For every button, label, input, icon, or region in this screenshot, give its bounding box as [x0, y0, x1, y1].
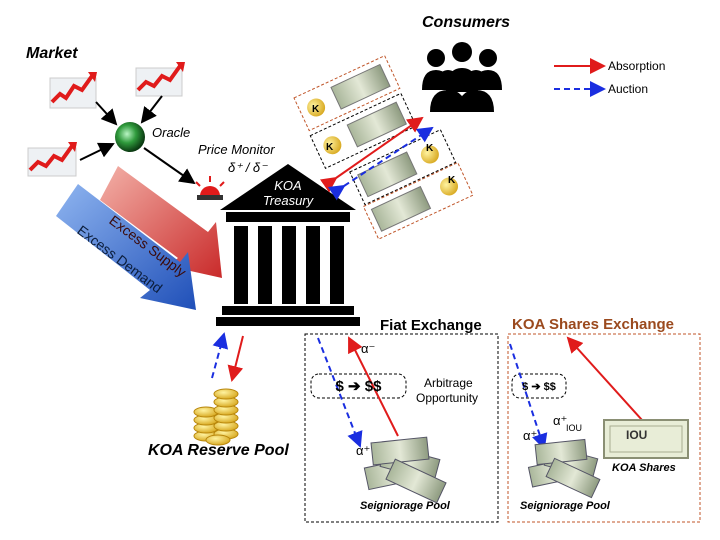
market-label: Market: [26, 45, 78, 62]
alpha-minus-label: α⁻: [361, 341, 376, 356]
gold-coins-icon: [193, 388, 239, 446]
excess-demand-arrow: [56, 184, 196, 310]
legend-absorption: Absorption: [608, 59, 666, 73]
seigniorage-shares-label: Seigniorage Pool: [520, 500, 610, 512]
arbitrage-line1: Arbitrage: [424, 376, 473, 390]
siren-icon: [195, 176, 225, 200]
price-monitor-label: Price Monitor: [198, 142, 275, 157]
iou-note-text: IOU: [626, 428, 648, 442]
arbitrage-line2: Opportunity: [416, 391, 479, 405]
coin-k-label: K: [326, 142, 334, 153]
growth-chart-icon: [49, 72, 97, 109]
shares-exchange-title: KOA Shares Exchange: [512, 316, 675, 333]
oracle-label: Oracle: [152, 125, 191, 140]
treasury-building-icon: [216, 164, 360, 326]
seigniorage-fiat-label: Seigniorage Pool: [360, 500, 450, 512]
consumers-label: Consumers: [422, 14, 511, 31]
treasury-label-line2: Treasury: [262, 193, 314, 208]
growth-chart-icon: [135, 62, 185, 97]
wallet-card-1: [293, 55, 401, 132]
coin-k-label: K: [448, 175, 456, 186]
koa-coin-icon: [440, 177, 459, 196]
iou-note-icon: [330, 63, 391, 110]
fiat-exchange-box: [304, 333, 499, 523]
legend-auction: Auction: [608, 82, 649, 96]
treasury-label-line1: KOA: [274, 178, 302, 193]
fiat-exchange-title: Fiat Exchange: [380, 317, 482, 334]
fiat-swap-text: $ ➔ $$: [335, 378, 382, 395]
iou-subscript: IOU: [566, 423, 583, 433]
coin-k-label: K: [426, 143, 434, 154]
coin-k-label: K: [312, 104, 320, 115]
shares-swap-text: $ ➔ $$: [522, 381, 556, 393]
oracle-globe-icon: [115, 122, 145, 152]
consumers-icon: [422, 42, 502, 112]
iou-note-icon: [603, 419, 689, 459]
money-stack-icon: [363, 436, 447, 504]
money-stack-icon: [527, 438, 601, 499]
shares-exchange-box: [507, 333, 701, 523]
alpha-plus-iou-label: α⁺: [553, 413, 568, 428]
koa-coin-icon: [307, 98, 326, 117]
koa-shares-label: KOA Shares: [612, 462, 676, 474]
excess-supply-arrow: [100, 166, 222, 278]
delta-label: δ⁺ / δ⁻: [228, 160, 268, 175]
growth-chart-icon: [27, 142, 77, 177]
reserve-pool-label: KOA Reserve Pool: [148, 442, 289, 459]
alpha-plus-shares-label: α⁺: [523, 428, 538, 443]
alpha-plus-fiat-label: α⁺: [356, 443, 371, 458]
